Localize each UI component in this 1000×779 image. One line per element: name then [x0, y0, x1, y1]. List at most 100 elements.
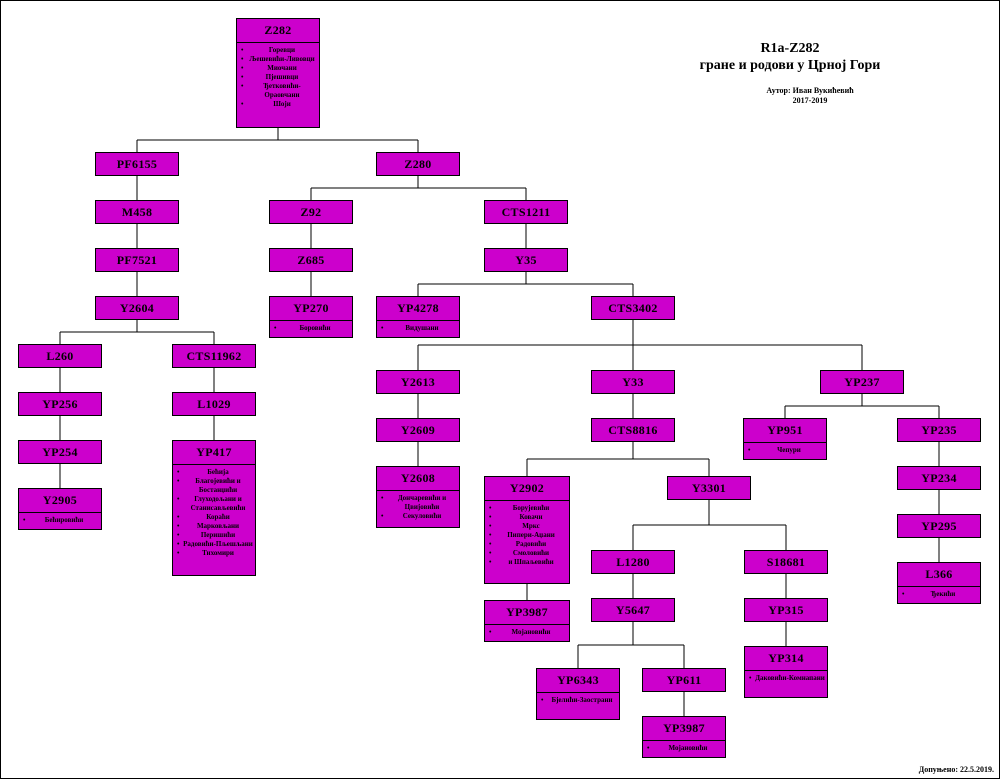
node-member: Чепури [748, 446, 824, 455]
title-line-1: R1a-Z282 [760, 41, 820, 56]
updated-date: Допуњено: 22.5.2019. [918, 765, 994, 774]
node-label: Y3301 [691, 481, 727, 495]
node-yp254: YP254 [18, 440, 102, 464]
node-yp234: YP234 [897, 466, 981, 490]
node-yp611: YP611 [642, 668, 726, 692]
node-z685: Z685 [269, 248, 353, 272]
node-label: YP3987 [663, 721, 705, 735]
node-members-list: Мојановићи [643, 740, 725, 755]
node-member: Мојановићи [647, 744, 723, 753]
node-cts3402: CTS3402 [591, 296, 675, 320]
node-member: Секуловићи [381, 512, 457, 521]
node-member: Пјешивци [241, 73, 317, 82]
node-l260: L260 [18, 344, 102, 368]
node-yp256: YP256 [18, 392, 102, 416]
node-z92: Z92 [269, 200, 353, 224]
node-label: Y2608 [400, 471, 436, 485]
node-member: Мркс [489, 522, 567, 531]
node-members-list: БећијаБлагојевићи и БостанџићиГлуходољан… [173, 464, 255, 560]
node-member: Ковачи [489, 513, 567, 522]
node-pf7521: PF7521 [95, 248, 179, 272]
node-members-list: Видушани [377, 320, 459, 335]
node-label: CTS11962 [186, 349, 242, 363]
node-member: Борујевићи [489, 504, 567, 513]
node-label: PF7521 [116, 253, 158, 267]
node-l366: L366Ђекићи [897, 562, 981, 604]
node-label: YP4278 [397, 301, 439, 315]
node-yp314: YP314Даковићи-Комнапани [744, 646, 828, 698]
node-label: YP234 [921, 471, 957, 485]
node-label: YP254 [42, 445, 78, 459]
node-label: CTS3402 [608, 301, 658, 315]
node-label: Y35 [515, 253, 537, 267]
node-yp4278: YP4278Видушани [376, 296, 460, 338]
node-member: Горевци [241, 46, 317, 55]
node-member: Дончаревићи и Цвијовићи [381, 494, 457, 512]
node-y2613: Y2613 [376, 370, 460, 394]
node-yp315: YP315 [744, 598, 828, 622]
node-members-list: Мојановићи [485, 624, 569, 639]
node-y2608: Y2608Дончаревићи и ЦвијовићиСекуловићи [376, 466, 460, 528]
node-member: Бјелићи-Заострани [541, 696, 617, 705]
node-label: Y2905 [42, 493, 78, 507]
node-member: Кораћи [177, 513, 253, 522]
node-label: YP235 [921, 423, 957, 437]
node-label: Y33 [622, 375, 644, 389]
node-label: YP6343 [557, 673, 599, 687]
node-label: YP295 [921, 519, 957, 533]
node-yp270: YP270Боровићи [269, 296, 353, 338]
node-s18681: S18681 [744, 550, 828, 574]
node-pf6155: PF6155 [95, 152, 179, 176]
node-yp3987a: YP3987Мојановићи [484, 600, 570, 642]
node-label: YP417 [196, 445, 232, 459]
node-member: Љешевићи-Ливовци [241, 55, 317, 64]
node-label: YP611 [666, 673, 702, 687]
node-label: YP237 [844, 375, 880, 389]
node-z280: Z280 [376, 152, 460, 176]
title-line-2: гране и родови у Црној Гори [699, 58, 881, 73]
node-member: Радовићи [489, 540, 567, 549]
node-label: YP315 [768, 603, 804, 617]
node-m458: M458 [95, 200, 179, 224]
node-label: PF6155 [116, 157, 158, 171]
author-name: Аутор: Иван Вукићевић [766, 86, 854, 95]
node-yp295: YP295 [897, 514, 981, 538]
node-member: Глуходољани и Станисављевићи [177, 495, 253, 513]
node-member: Пипери-Аџани [489, 531, 567, 540]
node-label: L260 [46, 349, 74, 363]
node-label: L1029 [197, 397, 231, 411]
node-members-list: Дончаревићи и ЦвијовићиСекуловићи [377, 490, 459, 523]
node-label: CTS8816 [608, 423, 658, 437]
node-label: L1280 [616, 555, 650, 569]
node-label: Y2613 [400, 375, 436, 389]
node-yp951: YP951Чепури [743, 418, 827, 460]
node-l1029: L1029 [172, 392, 256, 416]
node-label: YP314 [768, 651, 804, 665]
node-members-list: ГоревциЉешевићи-ЛивовциМиочаниПјешивциЂе… [237, 42, 319, 111]
node-member: Шоји [241, 100, 317, 109]
node-l1280: L1280 [591, 550, 675, 574]
node-member: Ђетковићи-Ораовчани [241, 82, 317, 100]
node-cts8816: CTS8816 [591, 418, 675, 442]
node-member: Бећија [177, 468, 253, 477]
node-members-list: Даковићи-Комнапани [745, 670, 827, 685]
node-members-list: Бећировићи [19, 512, 101, 527]
node-y3301: Y3301 [667, 476, 751, 500]
node-members-list: Бјелићи-Заострани [537, 692, 619, 707]
node-label: M458 [121, 205, 153, 219]
node-member: Видушани [381, 324, 457, 333]
node-members-list: Боровићи [270, 320, 352, 335]
node-label: YP951 [767, 423, 803, 437]
node-member: Смоловићи [489, 549, 567, 558]
node-y2902: Y2902БорујевићиКовачиМрксПипери-АџаниРад… [484, 476, 570, 584]
node-label: S18681 [766, 555, 806, 569]
node-label: YP3987 [506, 605, 548, 619]
node-member: Тихомири [177, 549, 253, 558]
node-label: Z685 [297, 253, 325, 267]
node-member: Радовићи-Пљешљани [177, 540, 253, 549]
node-label: Z280 [404, 157, 432, 171]
node-y2604: Y2604 [95, 296, 179, 320]
node-label: L366 [925, 567, 953, 581]
node-yp235: YP235 [897, 418, 981, 442]
